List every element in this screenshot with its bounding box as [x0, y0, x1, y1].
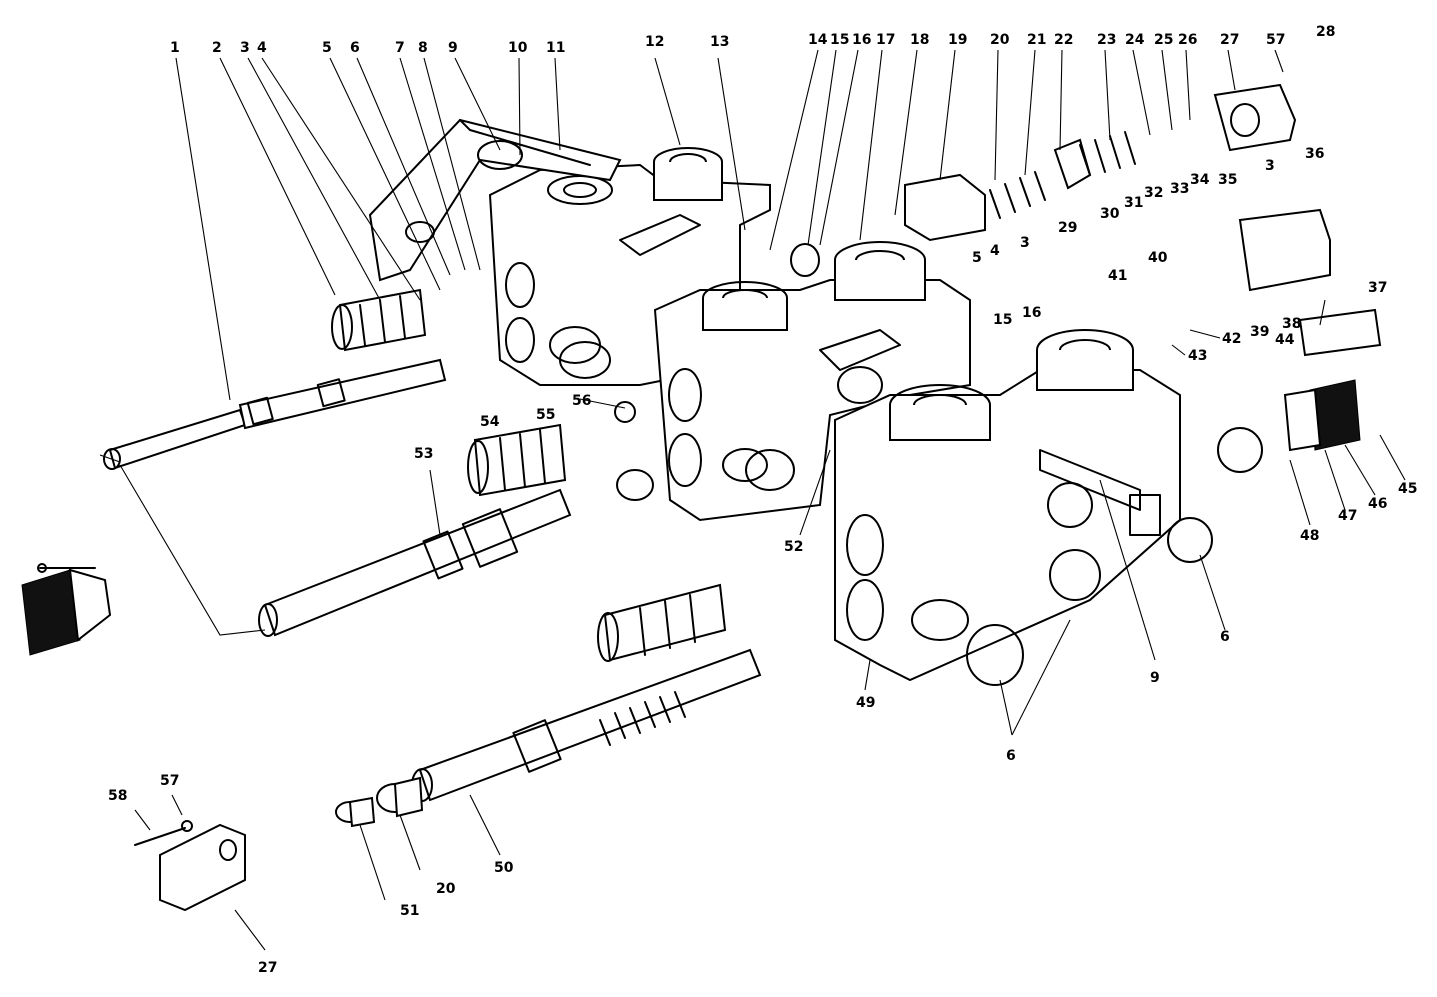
- callout-54: 54: [480, 414, 500, 430]
- callout-19: 19: [948, 32, 967, 48]
- callout-5-b: 5: [972, 250, 982, 266]
- callout-3: 3: [240, 40, 250, 56]
- callout-45: 45: [1398, 481, 1417, 497]
- callout-13: 13: [710, 34, 729, 50]
- callout-42: 42: [1222, 331, 1241, 347]
- callout-11: 11: [546, 40, 565, 56]
- callout-25: 25: [1154, 32, 1173, 48]
- callout-3-b: 3: [1020, 235, 1030, 251]
- callout-40: 40: [1148, 250, 1168, 266]
- callout-26: 26: [1178, 32, 1197, 48]
- callout-34: 34: [1190, 172, 1210, 188]
- callout-7: 7: [395, 40, 405, 56]
- callout-32: 32: [1144, 185, 1163, 201]
- callout-22: 22: [1054, 32, 1073, 48]
- leader-lines: [99, 49, 1406, 951]
- callout-52: 52: [784, 539, 803, 555]
- callout-37: 37: [1368, 280, 1387, 296]
- callout-8: 8: [418, 40, 428, 56]
- callout-51: 51: [400, 903, 419, 919]
- callout-5: 5: [322, 40, 332, 56]
- callout-2: 2: [212, 40, 222, 56]
- callout-58: 58: [108, 788, 127, 804]
- callout-47: 47: [1338, 508, 1357, 524]
- callout-41: 41: [1108, 268, 1127, 284]
- plug-left-upper: [331, 288, 427, 352]
- callout-38: 38: [1282, 316, 1301, 332]
- callout-49: 49: [856, 695, 875, 711]
- callout-30: 30: [1100, 206, 1120, 222]
- callout-39: 39: [1250, 324, 1269, 340]
- o-rings: [559, 243, 1263, 686]
- callout-55: 55: [536, 407, 555, 423]
- callout-6-b: 6: [1006, 748, 1016, 764]
- callout-16: 16: [852, 32, 871, 48]
- small-parts-bottom: [335, 776, 424, 828]
- callout-1: 1: [170, 40, 180, 56]
- valve-section-middle: [653, 241, 971, 522]
- spool-upper: [103, 358, 447, 470]
- callout-15-b: 15: [993, 312, 1012, 328]
- relief-valve-upper-right: [904, 83, 1382, 452]
- callout-27-b: 27: [258, 960, 277, 976]
- callout-56: 56: [572, 393, 591, 409]
- callout-21: 21: [1027, 32, 1046, 48]
- callout-43: 43: [1188, 348, 1207, 364]
- callout-10: 10: [508, 40, 528, 56]
- callout-20: 20: [990, 32, 1010, 48]
- spool-lower: [411, 648, 762, 802]
- callout-33: 33: [1170, 181, 1189, 197]
- callout-27: 27: [1220, 32, 1239, 48]
- callout-36: 36: [1305, 146, 1324, 162]
- spool-middle: [258, 488, 572, 637]
- callout-35: 35: [1218, 172, 1237, 188]
- callout-14: 14: [808, 32, 828, 48]
- callout-6-a: 6: [1220, 629, 1230, 645]
- callout-44: 44: [1275, 332, 1295, 348]
- callout-29: 29: [1058, 220, 1077, 236]
- callout-18: 18: [910, 32, 929, 48]
- callout-6: 6: [350, 40, 360, 56]
- end-cap-dark: [21, 563, 112, 656]
- callout-15: 15: [830, 32, 849, 48]
- callout-4-b: 4: [990, 243, 1000, 259]
- callout-12: 12: [645, 34, 664, 50]
- plug-lower-left: [597, 583, 727, 662]
- callout-9: 9: [448, 40, 458, 56]
- callout-57: 57: [1266, 32, 1285, 48]
- callout-48: 48: [1300, 528, 1319, 544]
- cover-27-bottom: [134, 820, 246, 912]
- callout-53: 53: [414, 446, 433, 462]
- callout-9-b: 9: [1150, 670, 1160, 686]
- callout-4: 4: [257, 40, 267, 56]
- callout-31: 31: [1124, 195, 1143, 211]
- callout-17: 17: [876, 32, 895, 48]
- callout-3-a: 3: [1265, 158, 1275, 174]
- plug-54: [467, 423, 567, 497]
- callout-16-b: 16: [1022, 305, 1041, 321]
- callout-24: 24: [1125, 32, 1145, 48]
- callout-28: 28: [1316, 24, 1335, 40]
- callout-23: 23: [1097, 32, 1116, 48]
- callout-50: 50: [494, 860, 514, 876]
- callout-57-b: 57: [160, 773, 179, 789]
- callout-46: 46: [1368, 496, 1387, 512]
- callout-20-b: 20: [436, 881, 456, 897]
- mounting-bracket: [368, 118, 622, 282]
- callout-labels: 1 2 3 4 5 6 7 8 9 10 11 12 13 14 15 16 1…: [108, 24, 1417, 976]
